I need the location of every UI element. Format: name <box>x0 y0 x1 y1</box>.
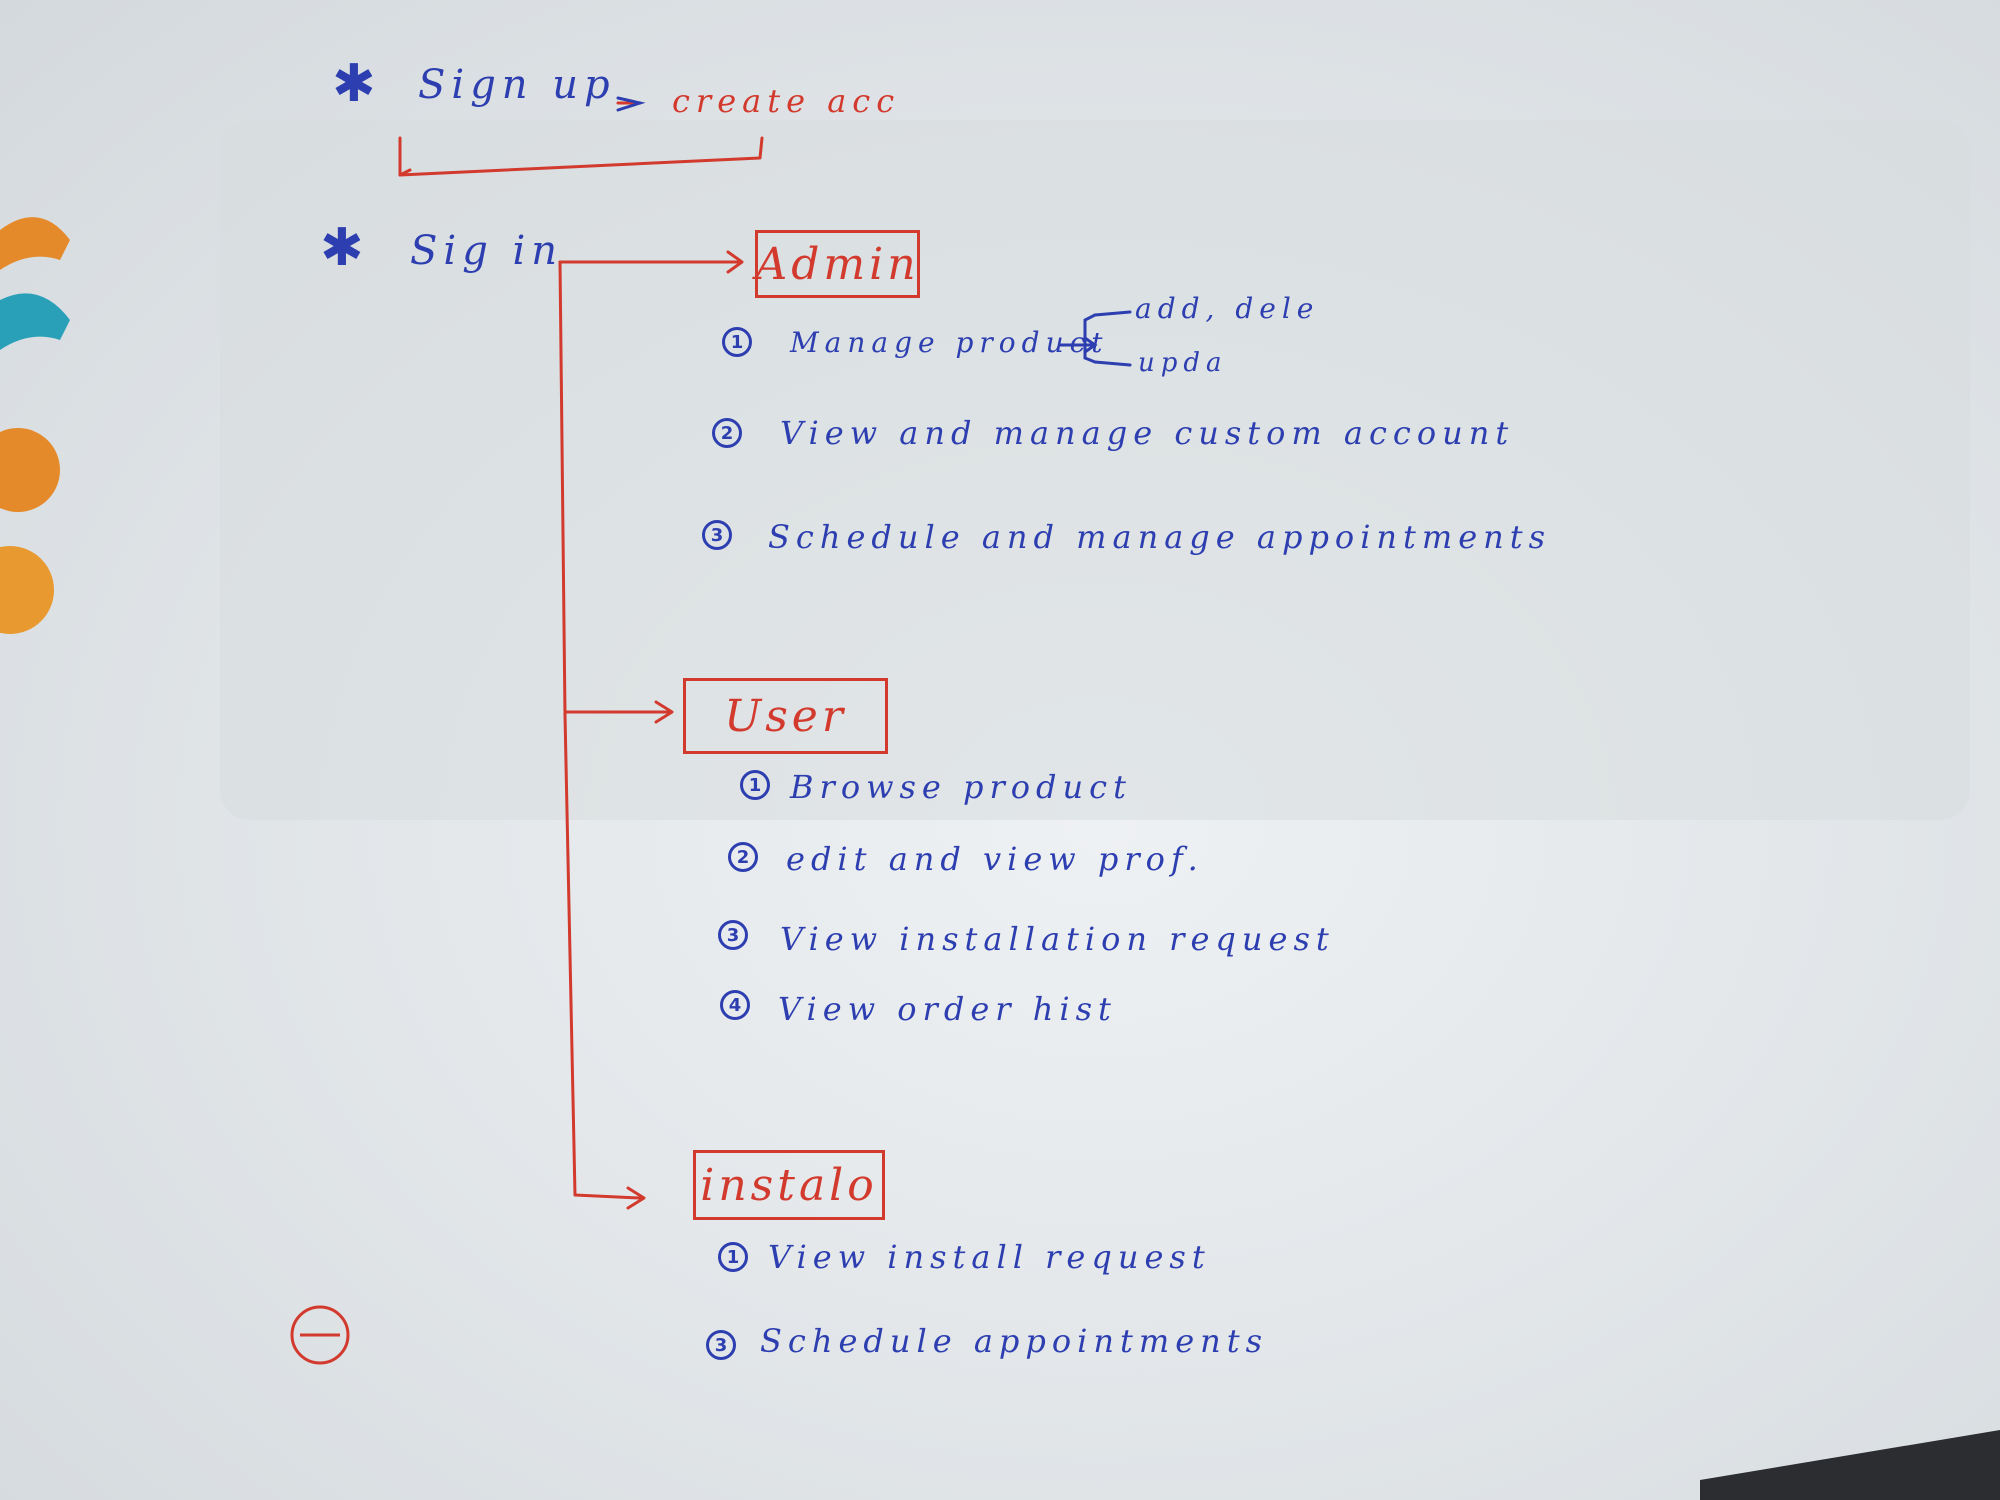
signup-target: create acc <box>672 82 901 120</box>
item-number: 2 <box>712 418 742 448</box>
admin-item-1: Manage product <box>790 326 1109 359</box>
item-number: 1 <box>722 327 752 357</box>
item-number: 1 <box>718 1242 748 1272</box>
item-number: 4 <box>720 990 750 1020</box>
sticker-strip <box>0 217 70 634</box>
role-box-admin: Admin <box>755 230 920 298</box>
star-bullet-icon: ✱ <box>332 54 376 114</box>
item-number: 2 <box>728 842 758 872</box>
item-number: 3 <box>706 1330 736 1360</box>
user-item-2: edit and view prof. <box>786 840 1204 878</box>
signup-label: Sign up <box>418 62 616 108</box>
lightbulb-icon <box>0 546 54 634</box>
role-box-installer: instalo <box>693 1150 885 1220</box>
music-note-icon <box>0 293 70 350</box>
item-number: 3 <box>718 920 748 950</box>
item-number: 1 <box>740 770 770 800</box>
music-note-icon <box>0 217 70 270</box>
admin-item-2: View and manage custom account <box>780 414 1515 452</box>
planet-sticker <box>0 428 60 512</box>
product-action-1: add, dele <box>1135 292 1320 325</box>
item-number: 3 <box>702 520 732 550</box>
signin-label: Sig in <box>410 228 564 274</box>
installer-item-2: Schedule appointments <box>760 1322 1269 1360</box>
user-item-3: View installation request <box>780 920 1335 958</box>
star-bullet-icon: ✱ <box>320 218 364 278</box>
user-item-1: Browse product <box>790 768 1132 806</box>
admin-item-3: Schedule and manage appointments <box>768 518 1552 556</box>
user-item-4: View order hist <box>778 990 1117 1028</box>
product-action-2: upda <box>1138 348 1228 378</box>
minus-circle-icon <box>290 1305 350 1365</box>
installer-item-1: View install request <box>768 1238 1211 1276</box>
role-box-user: User <box>683 678 888 754</box>
